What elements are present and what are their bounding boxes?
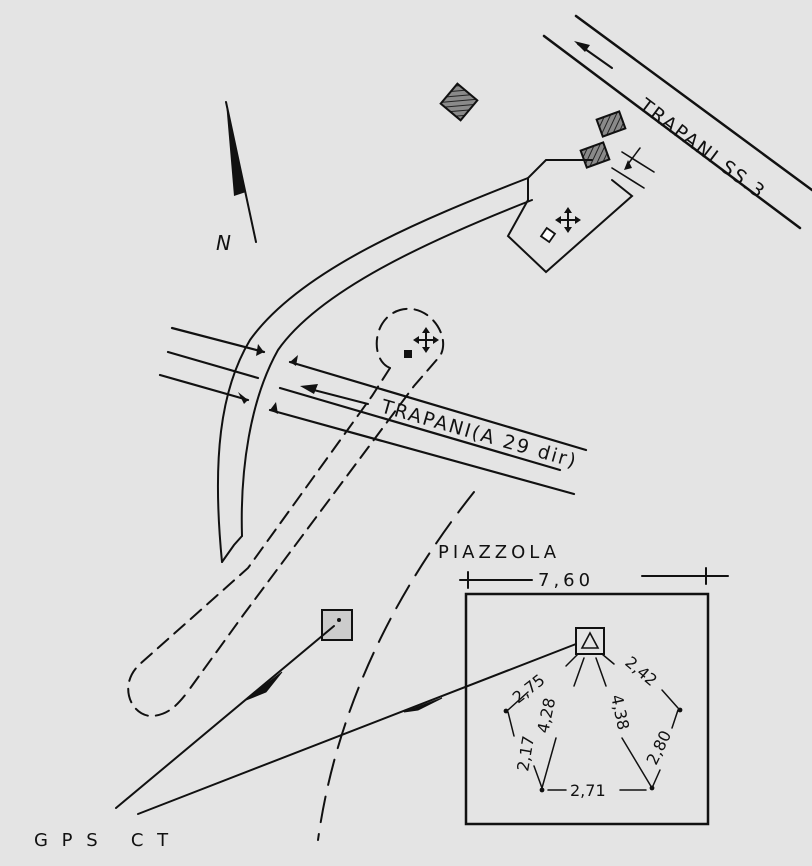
access-lot bbox=[506, 147, 655, 274]
gps-label: G P S C T bbox=[34, 830, 172, 851]
curved-ramp bbox=[216, 177, 533, 563]
measure-lines bbox=[503, 653, 683, 793]
piazzola-title: PIAZZOLA bbox=[438, 542, 560, 563]
measure-right: 2,80 bbox=[643, 727, 676, 767]
north-arrow: N bbox=[216, 101, 257, 255]
measure-top-right: 2,42 bbox=[621, 653, 661, 690]
building-top bbox=[439, 82, 479, 122]
a29-direction-arrow bbox=[300, 384, 369, 405]
cross-marker-upper bbox=[539, 207, 581, 244]
piazzola: PIAZZOLA 7,60 bbox=[438, 542, 729, 826]
measure-inner-right: 4,38 bbox=[607, 693, 633, 732]
dashed-ramp bbox=[127, 307, 445, 718]
survey-marker bbox=[321, 609, 353, 641]
ss3-direction-arrow bbox=[574, 41, 613, 69]
gps-sight-lines bbox=[115, 625, 577, 815]
building-right-1 bbox=[595, 110, 627, 138]
width-dimension: 7,60 bbox=[459, 567, 729, 591]
dashed-boundary bbox=[317, 491, 475, 841]
measure-bottom: 2,71 bbox=[570, 781, 606, 800]
cross-marker-lower bbox=[413, 327, 439, 353]
benchmark bbox=[575, 627, 605, 655]
north-label: N bbox=[216, 231, 231, 255]
piazzola-width: 7,60 bbox=[538, 570, 594, 591]
a29-label: TRAPANI(A 29 dir) bbox=[378, 395, 580, 472]
piazzola-box bbox=[464, 592, 710, 826]
ss3-road: TRAPANI SS.3 bbox=[542, 14, 812, 230]
building-right-2 bbox=[579, 141, 611, 169]
measure-inner-left: 4,28 bbox=[533, 696, 559, 735]
